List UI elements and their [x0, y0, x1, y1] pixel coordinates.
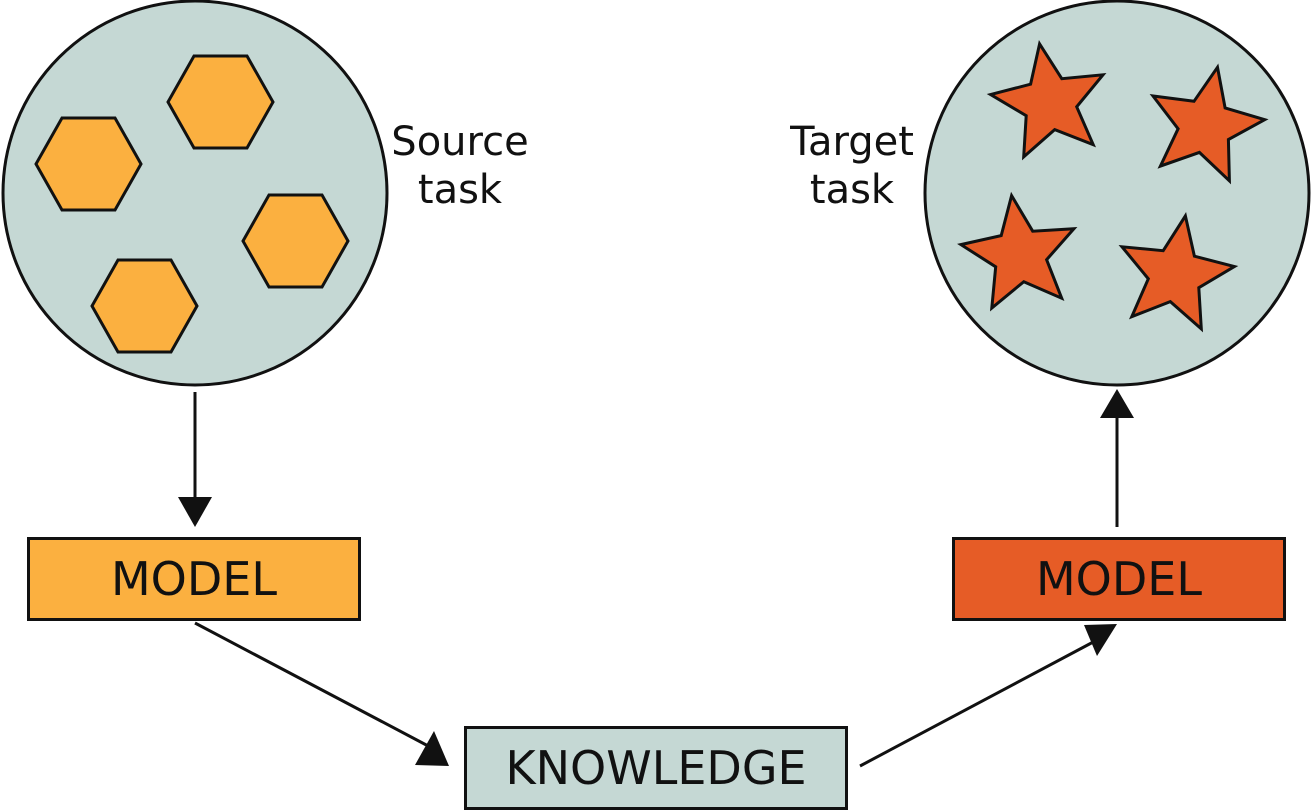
source-task-circle	[1, 0, 389, 387]
arrowhead-icon	[415, 731, 449, 766]
arrowhead-icon	[1100, 389, 1134, 418]
star-icon	[1118, 212, 1239, 333]
star-icon	[957, 191, 1078, 312]
arrow-model-to-knowledge	[194, 621, 433, 750]
source-task-label-line1: Source	[391, 119, 529, 165]
arrowhead-icon	[178, 497, 212, 527]
knowledge-box: KNOWLEDGE	[464, 726, 848, 810]
target-model-label: MODEL	[1035, 552, 1202, 606]
hexagon-icon	[34, 116, 143, 212]
star-icon	[986, 40, 1107, 161]
target-task-label: Target task	[772, 118, 932, 214]
source-hexagons	[34, 54, 350, 354]
hexagon-icon	[90, 258, 199, 354]
source-task-label: Source task	[380, 118, 540, 214]
source-model-box: MODEL	[27, 537, 361, 621]
target-model-box: MODEL	[952, 537, 1286, 621]
star-icon	[1149, 63, 1269, 185]
arrow-knowledge-to-target-model	[859, 638, 1098, 768]
target-stars	[957, 40, 1269, 333]
target-task-circle	[923, 0, 1311, 387]
target-task-label-line1: Target	[790, 119, 914, 165]
target-task-label-line2: task	[809, 167, 895, 213]
knowledge-label: KNOWLEDGE	[505, 741, 807, 795]
source-task-label-line2: task	[417, 167, 503, 213]
hexagon-icon	[241, 193, 350, 289]
source-model-label: MODEL	[110, 552, 277, 606]
flow-arrows	[178, 389, 1134, 768]
hexagon-icon	[166, 54, 275, 150]
arrowhead-icon	[1084, 624, 1117, 656]
